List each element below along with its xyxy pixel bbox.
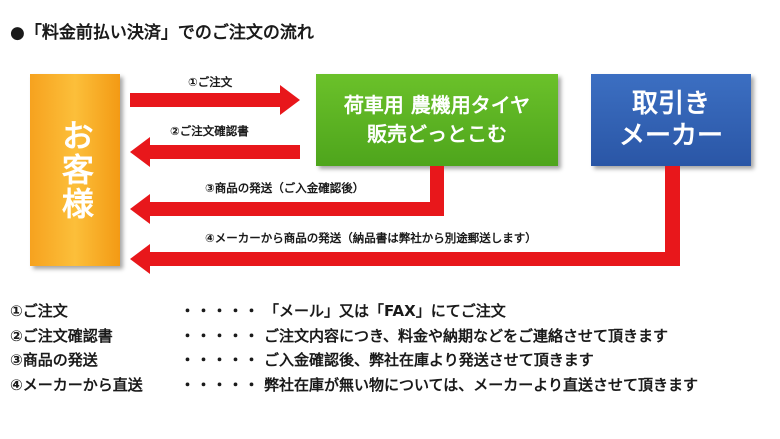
steps-list: ①ご注文 ・・・・・ 「メール」又は「FAX」にてご注文 ②ご注文確認書 ・・・… — [10, 300, 770, 398]
step-term: ②ご注文確認書 — [10, 326, 113, 345]
shop-label-line2: 販売どっとこむ — [367, 122, 507, 146]
maker-label-line2: メーカー — [618, 121, 723, 151]
maker-direct-arrow — [130, 166, 680, 274]
step-description: 弊社在庫が無い物については、メーカーより直送させて頂きます — [264, 375, 698, 394]
step-description: ご注文内容につき、料金や納期などをご連絡させて頂きます — [264, 326, 668, 345]
step-dots: ・・・・・ — [180, 302, 261, 320]
step-description: ご入金確認後、弊社在庫より発送させて頂きます — [264, 351, 594, 369]
step-dots: ・・・・・ — [180, 326, 261, 345]
step-description: 「メール」又は「FAX」にてご注文 — [264, 302, 506, 320]
step-term: ④メーカーから直送 — [10, 375, 143, 394]
shipping-arrow — [130, 166, 444, 224]
list-item: ①ご注文 ・・・・・ 「メール」又は「FAX」にてご注文 — [10, 300, 770, 325]
maker-box: 取引き メーカー — [591, 74, 751, 166]
list-item: ③商品の発送 ・・・・・ ご入金確認後、弊社在庫より発送させて頂きます — [10, 349, 770, 374]
step-term: ③商品の発送 — [10, 351, 98, 369]
step-dots: ・・・・・ — [180, 375, 261, 394]
shop-box: 荷車用 農機用タイヤ 販売どっとこむ — [316, 74, 558, 166]
step-term: ①ご注文 — [10, 302, 68, 320]
confirmation-arrow — [130, 137, 300, 167]
maker-label-line1: 取引き — [631, 88, 710, 119]
customer-box: お客様 — [30, 74, 120, 266]
shop-label-line1: 荷車用 農機用タイヤ — [343, 93, 531, 117]
order-arrow — [130, 85, 300, 115]
list-item: ④メーカーから直送 ・・・・・ 弊社在庫が無い物については、メーカーより直送させ… — [10, 374, 770, 399]
shipping-arrow-label: ③商品の発送（ご入金確認後） — [205, 181, 365, 195]
order-arrow-label: ①ご注文 — [188, 75, 233, 89]
maker-direct-arrow-label: ④メーカーから商品の発送（納品書は弊社から別途郵送します） — [205, 231, 537, 245]
page-title: ●「料金前払い決済」でのご注文の流れ — [10, 23, 314, 43]
step-dots: ・・・・・ — [180, 351, 261, 369]
confirmation-arrow-label: ②ご注文確認書 — [170, 124, 249, 138]
list-item: ②ご注文確認書 ・・・・・ ご注文内容につき、料金や納期などをご連絡させて頂きま… — [10, 325, 770, 350]
customer-label: お客様 — [56, 119, 95, 221]
